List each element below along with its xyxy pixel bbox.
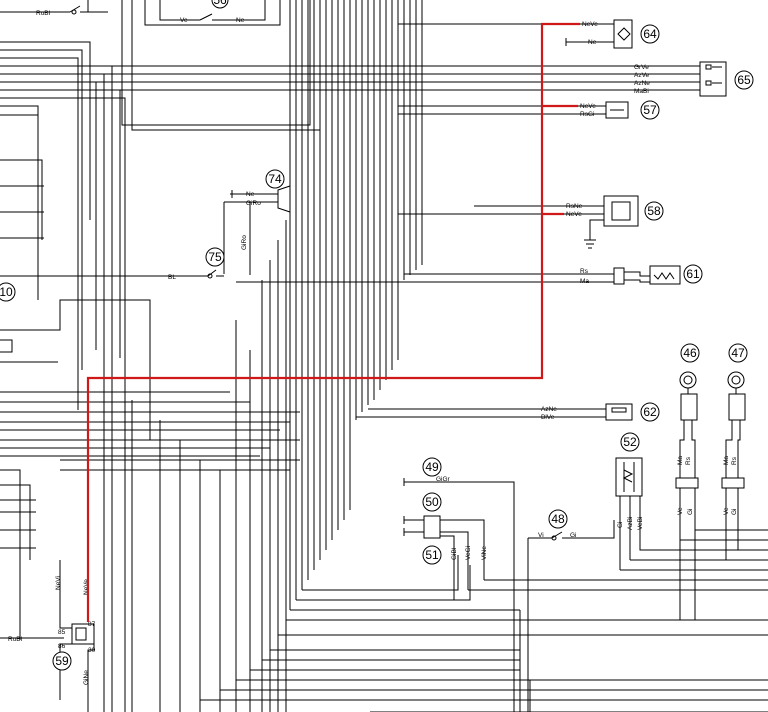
wire-label-gi-46: Gi xyxy=(687,509,694,516)
wire-label-robl-top: RoBl xyxy=(36,10,51,17)
component-number-74: 74 xyxy=(268,172,282,186)
wire-label-azbi-52: AzBi xyxy=(627,517,634,530)
component-number-48: 48 xyxy=(551,512,565,526)
wire-label-rsgi-57: RsGi xyxy=(580,111,594,118)
component-number-57: 57 xyxy=(643,103,657,117)
wire-label-rs-47: Rs xyxy=(731,456,738,465)
wire-label-gigr-49: GiGr xyxy=(436,476,451,483)
wire-label-azne-62: AzNe xyxy=(541,406,557,413)
wire-label-vebi-52: VeBi xyxy=(637,517,644,530)
wire-label-vine-51: ViNe xyxy=(481,546,488,560)
component-52: 52 Gi AzBi VeBi xyxy=(615,432,768,571)
wire-label-robl-59: RoBl xyxy=(8,636,23,643)
wire-label-gi-47: Gi xyxy=(731,509,738,516)
component-number-46: 46 xyxy=(683,346,697,360)
component-65: 65 GrVe AzVe AzNe MaBi xyxy=(0,61,754,97)
wire-label-giro-74: GiRo xyxy=(246,200,261,207)
component-number-75: 75 xyxy=(208,250,222,264)
wire-label-neve-59: NeVe xyxy=(83,579,90,595)
wire-label-ma-47: Ma xyxy=(723,456,730,465)
component-62: 62 AzNe BlVe xyxy=(356,402,660,422)
component-49: 49 GiGr xyxy=(403,457,515,712)
wire-label-gine-59: GiNe xyxy=(83,670,90,685)
wire-label-rs-61: Rs xyxy=(580,268,589,275)
switch-top-left xyxy=(55,5,98,15)
wire-label-vi-48: Vi xyxy=(538,532,544,539)
component-number-10: 10 xyxy=(0,285,13,299)
wire-label-blve-62: BlVe xyxy=(541,414,555,421)
wire-label-ne-56: Ne xyxy=(236,17,245,24)
wire-label-bl-75: BL xyxy=(168,274,176,281)
wire-label-gi-48: Gi xyxy=(570,532,577,539)
wire-label-azve-65: AzVe xyxy=(634,72,650,79)
pin-85: 85 xyxy=(58,629,66,636)
switch-75: 75 BL xyxy=(0,247,225,281)
relay-59: 59 RoBl NeVi NeVe GiNe 85 86 87 30 xyxy=(0,560,96,712)
component-10: 10 xyxy=(0,282,16,302)
component-46: 46 Ma Rs Ve Gi xyxy=(675,343,768,620)
highlighted-neve-wire xyxy=(86,22,580,622)
wire-label-neve-57: NeVe xyxy=(580,103,596,110)
wire-label-ma-61: Ma xyxy=(580,278,589,285)
pin-87: 87 xyxy=(88,621,96,628)
wire-label-gi-52: Gi xyxy=(617,522,624,529)
component-number-50: 50 xyxy=(425,495,439,509)
wire-label-mabi-65: MaBi xyxy=(634,88,649,95)
wire-label-ve-46: Ve xyxy=(677,507,684,515)
wire-label-neve-64: NeVe xyxy=(582,21,598,28)
switch-56: 56 Ve Ne xyxy=(160,0,245,24)
component-61: 61 Rs Ma xyxy=(236,264,703,285)
component-number-49: 49 xyxy=(425,460,439,474)
component-number-47: 47 xyxy=(731,346,745,360)
wire-label-ne-74: Ne xyxy=(246,191,255,198)
component-number-52: 52 xyxy=(623,435,637,449)
component-number-59: 59 xyxy=(55,654,69,668)
switch-48: 48 Vi Gi xyxy=(527,509,615,712)
component-number-61: 61 xyxy=(686,267,700,281)
wire-label-nevi-59: NeVi xyxy=(55,576,62,590)
component-47: 47 Ma Rs Ve Gi xyxy=(721,343,768,561)
wire-label-vegi-51: VeGi xyxy=(465,546,472,560)
component-number-64: 64 xyxy=(643,27,657,41)
wire-label-neve-58: NeVe xyxy=(566,211,582,218)
component-number-58: 58 xyxy=(647,204,661,218)
horn-74: 74 Ne GiRo GiRo xyxy=(223,169,291,275)
component-number-65: 65 xyxy=(737,73,751,87)
wire-label-ne-64: Ne xyxy=(588,39,597,46)
pin-30: 30 xyxy=(88,647,96,654)
component-number-51: 51 xyxy=(425,548,439,562)
component-57: 57 NeVe RsGi xyxy=(398,100,660,120)
component-number-56: 56 xyxy=(213,0,227,7)
wire-label-grve-65: GrVe xyxy=(634,64,649,71)
pin-86: 86 xyxy=(58,643,66,650)
wire-label-giro-vertical: GiRo xyxy=(241,235,248,250)
wire-label-gibl-51: GiBl xyxy=(451,547,458,560)
component-50-51: 50 51 GiBl VeGi ViNe xyxy=(403,492,768,600)
wire-label-rsne-58: RsNe xyxy=(566,203,583,210)
wire-label-ve-56: Ve xyxy=(180,17,188,24)
wire-label-ve-47: Ve xyxy=(723,507,730,515)
component-58: 58 RsNe NeVe xyxy=(398,195,664,249)
wire-label-azne-65: AzNe xyxy=(634,80,650,87)
component-number-62: 62 xyxy=(643,405,657,419)
wire-label-ma-46: Ma xyxy=(677,456,684,465)
component-64: 64 NeVe Ne xyxy=(398,19,660,49)
wire-label-rs-46: Rs xyxy=(685,456,692,465)
